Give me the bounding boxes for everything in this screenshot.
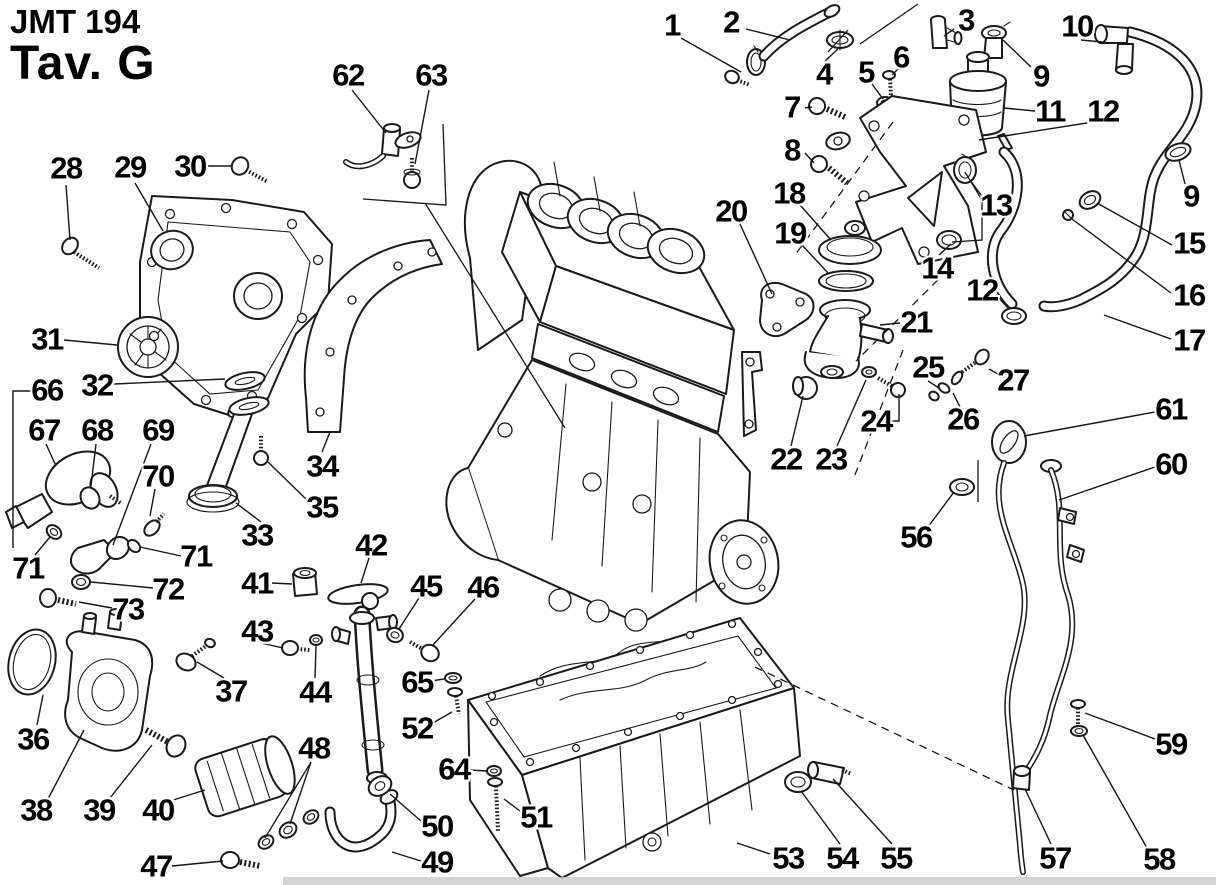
callout-9: 9 <box>1033 58 1050 94</box>
callout-11: 11 <box>1035 93 1066 129</box>
callout-14: 14 <box>921 250 954 286</box>
callout-3: 3 <box>958 2 975 38</box>
callout-59: 59 <box>1155 726 1188 762</box>
callout-32: 32 <box>81 367 114 403</box>
callout-39: 39 <box>83 792 116 828</box>
callout-41: 41 <box>241 565 274 601</box>
callout-27: 27 <box>997 362 1030 398</box>
dipstick-art <box>949 420 1088 875</box>
oil-cooler-filter-art <box>7 608 296 818</box>
callout-17: 17 <box>1173 322 1206 358</box>
callout-25: 25 <box>912 349 945 385</box>
callout-42: 42 <box>355 527 388 563</box>
callout-37: 37 <box>215 673 248 709</box>
table-code: Tav. G <box>10 37 156 91</box>
callout-1: 1 <box>664 7 681 43</box>
callout-30: 30 <box>174 148 207 184</box>
callout-50: 50 <box>421 808 454 844</box>
oil-filler-art <box>759 235 990 402</box>
callout-56: 56 <box>900 519 933 555</box>
callout-57: 57 <box>1039 840 1072 876</box>
scan-artifact-band <box>283 877 1216 885</box>
callout-61: 61 <box>1155 391 1188 427</box>
callout-2: 2 <box>723 4 740 40</box>
oil-pan-art <box>467 617 801 879</box>
callout-71: 71 <box>12 550 45 586</box>
callout-7: 7 <box>784 89 801 125</box>
drawing-code: JMT 194 <box>10 3 141 40</box>
callout-44: 44 <box>299 674 332 710</box>
callout-36: 36 <box>17 721 50 757</box>
callout-63: 63 <box>415 57 448 93</box>
callout-24: 24 <box>860 403 893 439</box>
callout-6: 6 <box>893 39 910 75</box>
title-block: JMT 194 Tav. G <box>10 3 156 91</box>
fasteners-art <box>281 626 503 833</box>
callout-49: 49 <box>421 844 454 880</box>
callout-15: 15 <box>1173 225 1206 261</box>
callout-38: 38 <box>20 792 53 828</box>
callout-67: 67 <box>28 412 61 448</box>
callout-58: 58 <box>1143 841 1176 877</box>
callout-4: 4 <box>816 56 833 92</box>
cover-bolts-art <box>61 156 269 271</box>
callout-47: 47 <box>140 848 173 884</box>
sensor-bracket-art <box>343 123 422 189</box>
callout-43: 43 <box>241 613 274 649</box>
callout-40: 40 <box>142 792 175 828</box>
oil-pickup-art <box>292 567 398 796</box>
callout-34: 34 <box>306 448 339 484</box>
callout-52: 52 <box>401 710 434 746</box>
callout-22: 22 <box>770 441 803 477</box>
callout-66: 66 <box>31 372 64 408</box>
callout-33: 33 <box>241 517 274 553</box>
callout-46: 46 <box>467 569 500 605</box>
callout-8: 8 <box>784 132 801 168</box>
drain-plug-art <box>784 761 853 793</box>
callout-12: 12 <box>1087 93 1120 129</box>
engine-block-art <box>445 159 780 677</box>
callout-29: 29 <box>114 149 147 185</box>
callout-21: 21 <box>900 304 933 340</box>
callout-18: 18 <box>773 175 806 211</box>
callout-55: 55 <box>880 840 913 876</box>
callout-13: 13 <box>980 187 1013 223</box>
callout-60: 60 <box>1155 446 1188 482</box>
callout-68: 68 <box>81 412 114 448</box>
long-hose-art <box>1038 24 1203 313</box>
breather-hose2-art <box>986 146 1027 325</box>
callout-53: 53 <box>772 840 805 876</box>
callout-72: 72 <box>152 571 185 607</box>
callout-69: 69 <box>142 412 175 448</box>
callout-62: 62 <box>332 57 365 93</box>
callout-9: 9 <box>1183 178 1200 214</box>
callout-31: 31 <box>31 321 64 357</box>
callout-54: 54 <box>826 840 859 876</box>
callout-51: 51 <box>520 799 553 835</box>
callout-64: 64 <box>438 751 471 787</box>
callout-16: 16 <box>1173 277 1206 313</box>
callout-70: 70 <box>142 458 175 494</box>
callout-45: 45 <box>410 568 443 604</box>
callout-26: 26 <box>947 401 980 437</box>
callout-12: 12 <box>966 272 999 308</box>
callout-10: 10 <box>1061 8 1094 44</box>
callout-5: 5 <box>858 54 875 90</box>
suction-tube-art <box>186 371 270 513</box>
callout-19: 19 <box>774 215 807 251</box>
callout-35: 35 <box>306 489 339 525</box>
callout-28: 28 <box>50 150 83 186</box>
callout-65: 65 <box>401 664 434 700</box>
callout-20: 20 <box>715 193 748 229</box>
callout-71: 71 <box>180 538 213 574</box>
callout-73: 73 <box>112 591 145 627</box>
callout-48: 48 <box>298 730 331 766</box>
callout-23: 23 <box>815 441 848 477</box>
timing-cover-gasket-art <box>303 239 443 433</box>
